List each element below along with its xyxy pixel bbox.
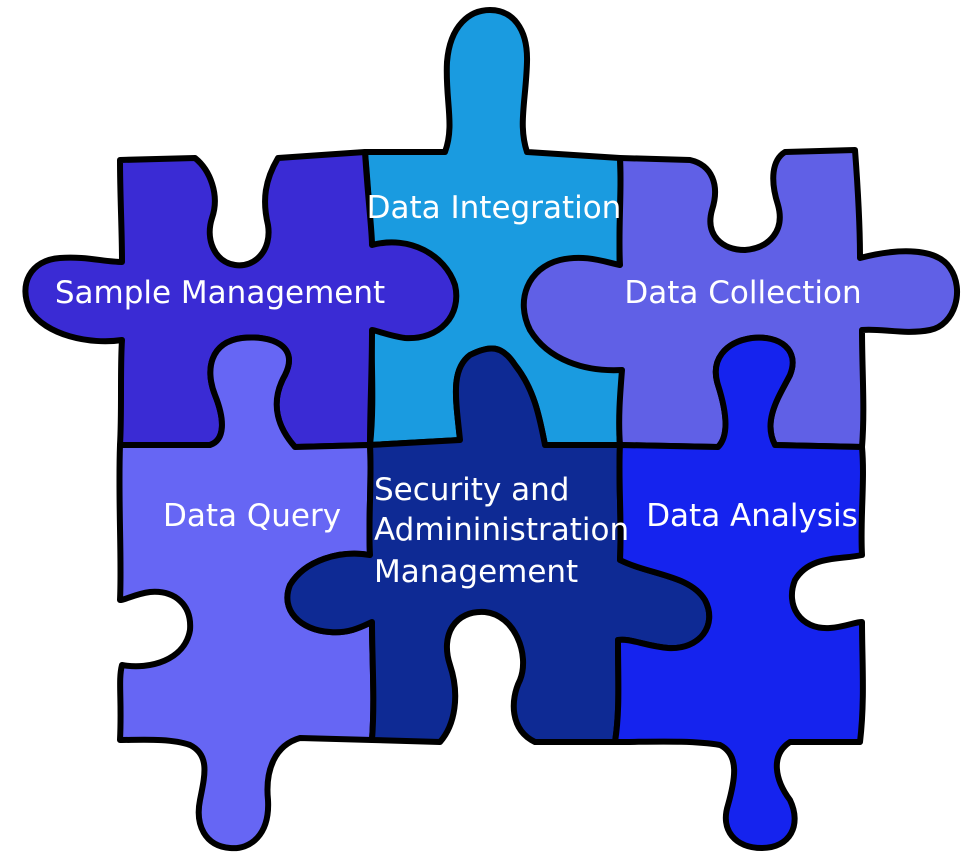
label-data-analysis: Data Analysis	[646, 498, 858, 534]
piece-data-query	[116, 334, 377, 852]
piece-security-admin-shape	[284, 345, 713, 745]
piece-data-query-shape	[116, 334, 377, 852]
label-security-admin-line-2: Admininistration	[374, 512, 629, 548]
label-data-query: Data Query	[163, 498, 341, 534]
label-data-integration-line: Data Integration	[367, 190, 622, 226]
piece-security-admin	[284, 345, 713, 745]
piece-data-analysis	[612, 334, 866, 851]
label-data-analysis-line: Data Analysis	[646, 498, 858, 534]
label-data-collection-line: Data Collection	[624, 275, 861, 311]
label-data-query-line: Data Query	[163, 498, 341, 534]
label-security-admin-line-3: Management	[374, 554, 578, 590]
label-data-integration: Data Integration	[367, 190, 622, 226]
label-security-admin-line-1: Security and	[374, 472, 569, 508]
piece-data-analysis-shape	[612, 334, 866, 851]
label-sample-management: Sample Management	[55, 275, 385, 311]
label-data-collection: Data Collection	[624, 275, 861, 311]
label-security-admin: Security and Admininistration Management	[374, 472, 639, 590]
label-sample-management-line: Sample Management	[55, 275, 385, 311]
